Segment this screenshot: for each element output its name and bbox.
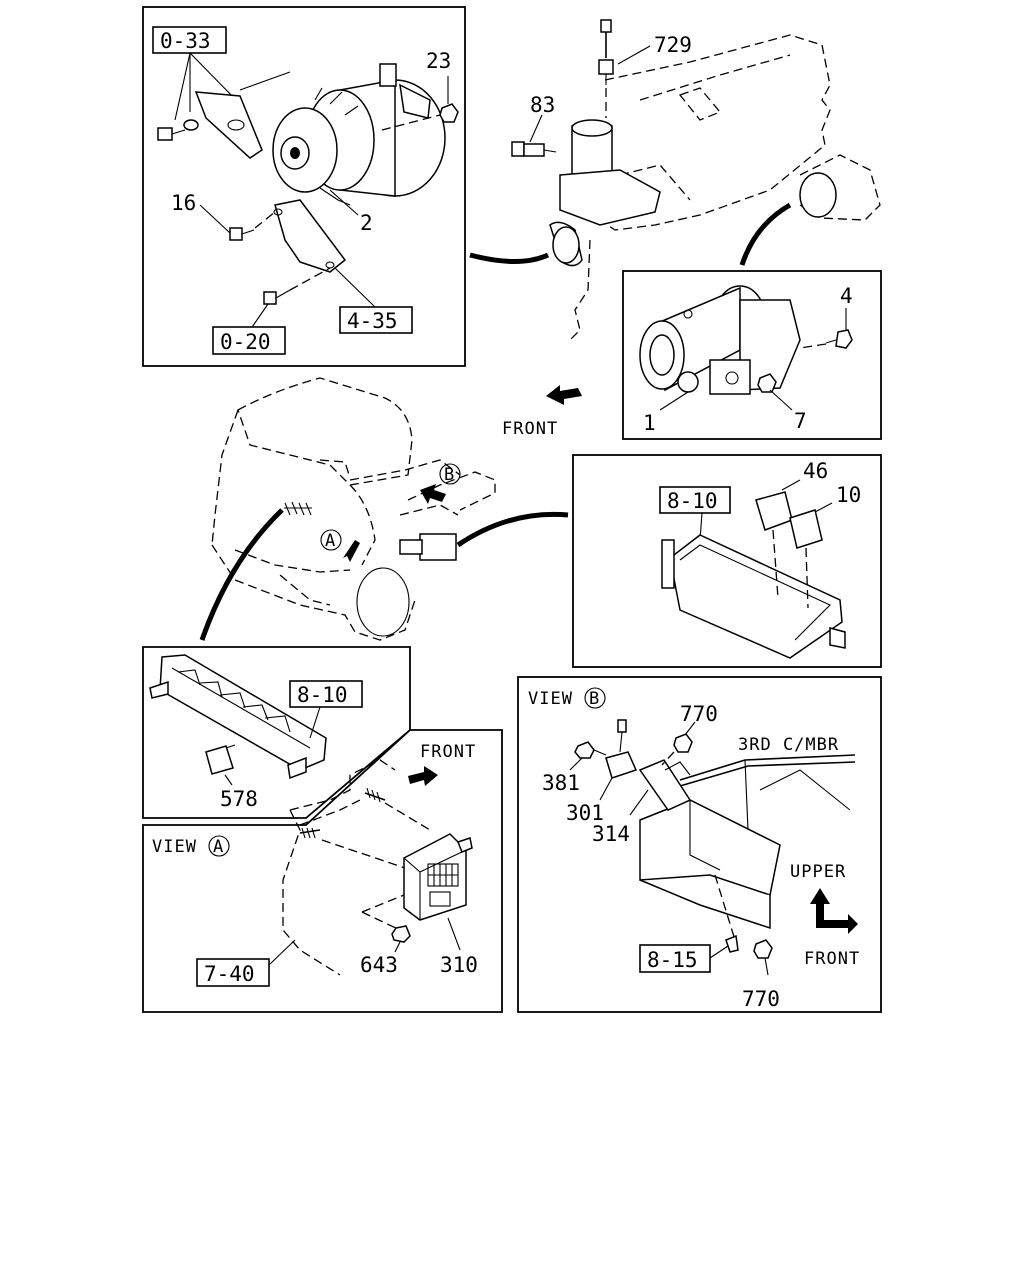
callout-1: 1	[643, 411, 656, 435]
ref-0-33-label: 0-33	[160, 29, 211, 53]
ref-8-10-label-b: 8-10	[297, 683, 348, 707]
callout-729: 729	[654, 33, 692, 57]
callout-16: 16	[171, 191, 196, 215]
relay-panel: 8-10 46 10	[572, 454, 882, 668]
switch-301-icon	[605, 719, 638, 779]
view-a-letter: A	[213, 837, 224, 857]
ref-8-10-label-a: 8-10	[667, 489, 718, 513]
ref-7-40-label: 7-40	[204, 962, 255, 986]
bolt-lower-icon	[263, 289, 291, 305]
arrow-b-icon	[420, 484, 446, 504]
view-b-panel: VIEW B 3RD C/MBR UPPER FRONT	[517, 676, 882, 1013]
grille-icon	[284, 501, 312, 516]
starter-motor-icon	[639, 285, 801, 395]
view-a-title: VIEW	[152, 837, 197, 857]
pointer-arc	[469, 252, 550, 264]
callout-770-lower: 770	[742, 987, 780, 1011]
adjust-bracket-icon	[194, 91, 263, 159]
callout-46: 46	[803, 459, 828, 483]
ref-4-35-label: 4-35	[347, 309, 398, 333]
truck-cab: A B	[211, 377, 496, 641]
front-arrow-icon	[546, 385, 582, 405]
front-label-2: FRONT	[420, 742, 476, 762]
starter-panel: 4 7 1	[622, 270, 882, 440]
ref-0-20-label: 0-20	[220, 330, 271, 354]
relay-578-icon	[205, 745, 234, 775]
callout-301: 301	[566, 801, 604, 825]
nut-770-lower-icon	[753, 939, 773, 959]
sensor-83-icon	[511, 141, 557, 157]
plate-314-icon	[638, 759, 692, 811]
engine-block: 729 83	[511, 19, 881, 341]
callout-643: 643	[360, 953, 398, 977]
callout-2: 2	[360, 211, 373, 235]
relay-tray-icon	[661, 534, 846, 659]
member-label: 3RD C/MBR	[738, 735, 839, 755]
mount-bracket-icon	[274, 199, 347, 273]
nut-643-icon	[391, 925, 411, 943]
callout-578: 578	[220, 787, 258, 811]
bolt-4-icon	[825, 329, 853, 349]
ref-8-15-label: 8-15	[647, 948, 698, 972]
callout-381: 381	[542, 771, 580, 795]
pointer-arc-starter	[739, 202, 792, 266]
relay-10-icon	[789, 509, 823, 549]
relay-box-icon	[419, 533, 457, 561]
alternator-panel: 0-33 23	[142, 6, 466, 367]
upper-front-arrow-icon	[810, 888, 858, 934]
callout-23: 23	[426, 49, 451, 73]
stud-2-icon	[364, 787, 386, 803]
truck-letter-a: A	[325, 531, 336, 551]
callout-4: 4	[840, 284, 853, 308]
stud-icon	[299, 827, 321, 839]
view-a-panel: VIEW A FRONT 643	[142, 729, 503, 1013]
member-bracket-icon	[639, 754, 856, 930]
callout-314: 314	[592, 822, 630, 846]
alternator-icon	[239, 63, 446, 206]
control-unit-icon	[403, 833, 473, 921]
front-label-3: FRONT	[804, 949, 860, 969]
bolt-icon	[157, 127, 186, 141]
fuse-block-panel: 8-10 578	[142, 646, 411, 819]
callout-10: 10	[836, 483, 861, 507]
bolt-16-icon	[229, 227, 255, 241]
pointer-arc-relay	[456, 511, 569, 548]
pointer-arc-fuse	[199, 508, 284, 641]
truck-letter-b: B	[444, 465, 455, 485]
view-b-title: VIEW	[528, 689, 573, 709]
washer-icon	[183, 119, 199, 131]
callout-7: 7	[794, 409, 807, 433]
callout-770-upper: 770	[680, 702, 718, 726]
callout-310: 310	[440, 953, 478, 977]
sensor-729-icon	[598, 19, 614, 85]
fuse-block-icon	[149, 654, 327, 780]
bolt-381-icon	[574, 741, 595, 759]
upper-label: UPPER	[790, 862, 846, 882]
view-b-letter: B	[589, 689, 600, 709]
arrow-a-icon	[343, 540, 360, 562]
front-label-1: FRONT	[502, 419, 558, 439]
front-arrow-2-icon	[408, 766, 438, 786]
callout-83: 83	[530, 93, 555, 117]
